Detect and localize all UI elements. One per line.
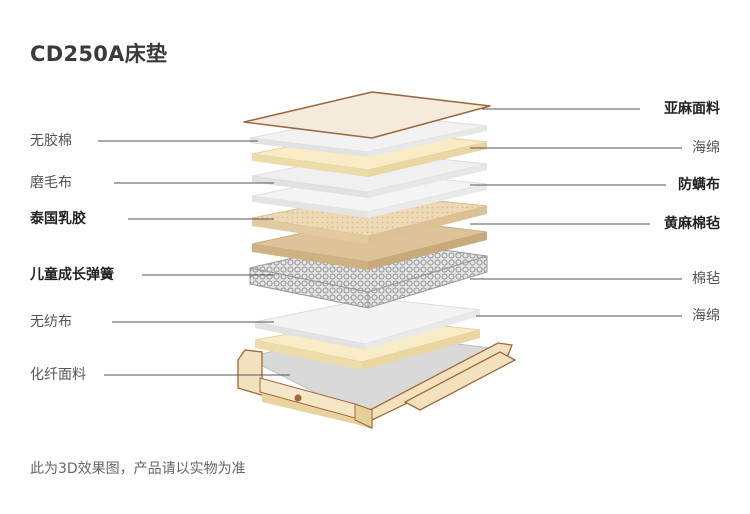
label-right-jute-felt: 黄麻棉毡 xyxy=(664,216,720,232)
label-left-kids-spring: 儿童成长弹簧 xyxy=(30,267,114,283)
label-right-linen-fabric: 亚麻面料 xyxy=(664,101,720,117)
label-right-cotton-felt: 棉毡 xyxy=(692,271,720,287)
label-right-anti-mite: 防螨布 xyxy=(678,177,720,193)
label-right-sponge-bottom: 海绵 xyxy=(692,308,720,324)
label-left-synthetic-fabric: 化纤面料 xyxy=(30,367,86,383)
disclaimer-note: 此为3D效果图，产品请以实物为准 xyxy=(30,458,246,478)
label-left-brushed-fabric: 磨毛布 xyxy=(30,175,72,191)
frame-button-icon xyxy=(295,395,302,402)
label-left-nonwoven: 无纺布 xyxy=(30,314,72,330)
label-left-glue-free-cotton: 无胶棉 xyxy=(30,133,72,149)
label-right-sponge-top: 海绵 xyxy=(692,140,720,156)
label-left-thai-latex: 泰国乳胶 xyxy=(30,211,86,227)
